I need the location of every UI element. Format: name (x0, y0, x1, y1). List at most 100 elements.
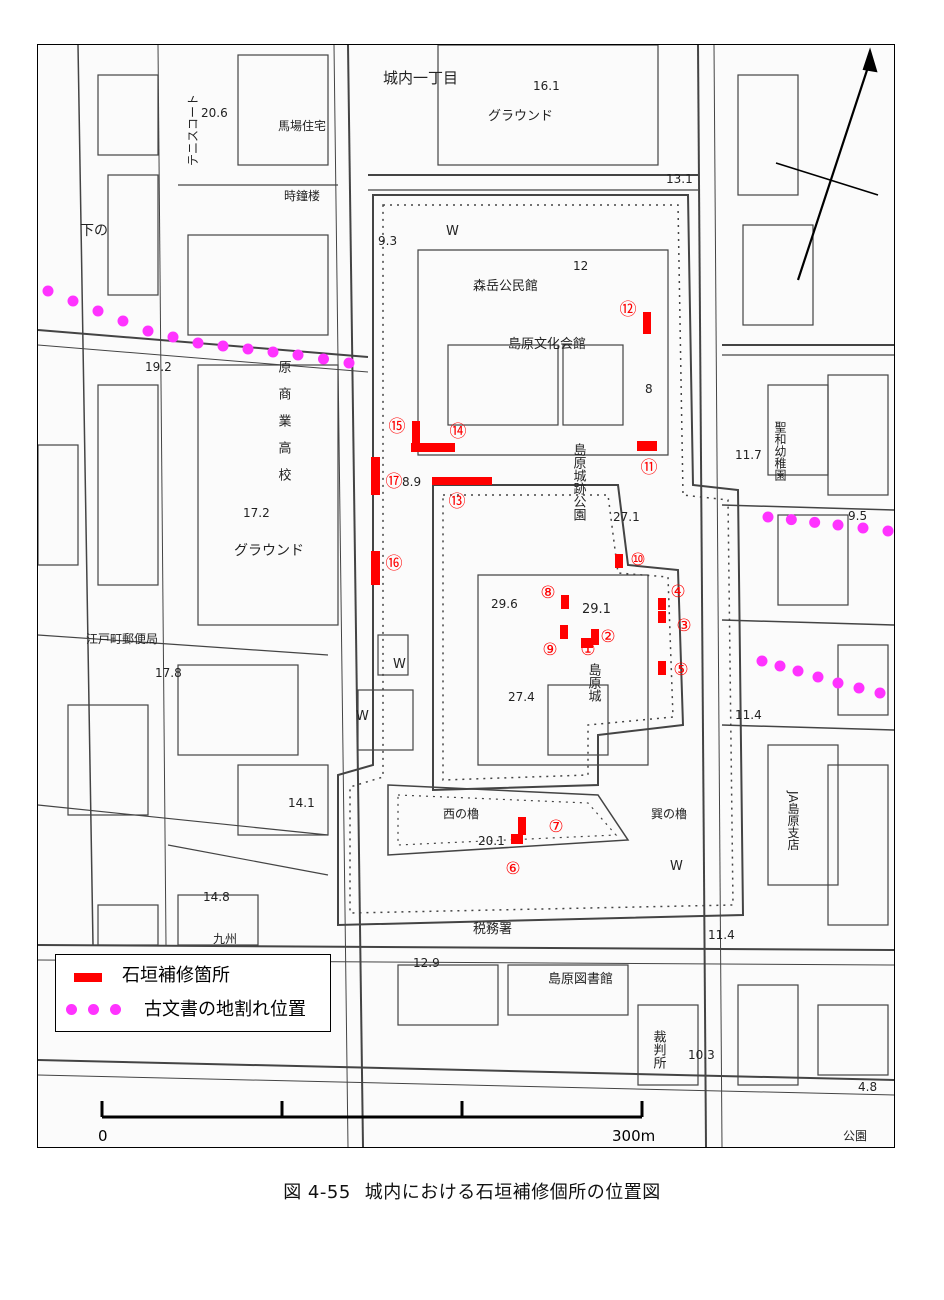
legend-repair-label: 石垣補修箇所 (122, 965, 230, 986)
map-label-elev-29-1: 29.1 (582, 602, 611, 617)
figure-number: 図 4-55 (283, 1182, 351, 1203)
map-label-culture-hall: 島原文化会館 (508, 337, 586, 352)
fissure-dot (242, 343, 254, 355)
repair-site-label-7: ⑦ (548, 817, 563, 837)
repair-site-bar-11 (637, 441, 657, 451)
repair-site-label-10: ⑩ (630, 550, 645, 570)
map-label-baba-house: 馬場住宅 (278, 118, 326, 133)
legend-row-survey: 古文書の地割れ位置 (56, 995, 330, 1025)
repair-site-bar-4 (658, 598, 666, 610)
scale-end-label: 300m (612, 1127, 655, 1145)
map-label-elev-9-3: 9.3 (378, 234, 397, 248)
map-legend: 石垣補修箇所 古文書の地割れ位置 (55, 954, 331, 1032)
repair-site-label-11: ⑪ (641, 458, 658, 478)
fissure-dot (67, 295, 79, 307)
fissure-dot (882, 525, 894, 537)
repair-site-label-5: ⑤ (673, 660, 688, 680)
repair-site-label-8: ⑧ (540, 583, 555, 603)
map-label-elev-19-2: 19.2 (145, 360, 172, 374)
map-label-elev-27-1: 27.1 (613, 510, 640, 524)
legend-row-repair: 石垣補修箇所 (56, 961, 330, 991)
map-label-elev-14-1: 14.1 (288, 796, 315, 810)
map-label-elev-20-6: 20.6 (201, 106, 228, 120)
fissure-dot (343, 357, 355, 369)
fissure-dot (318, 353, 329, 365)
repair-site-label-14: ⑭ (450, 422, 467, 442)
repair-site-bar-17 (371, 457, 380, 495)
map-label-elev-10-3: 10.3 (688, 1048, 715, 1062)
legend-survey-label: 古文書の地割れ位置 (144, 999, 306, 1020)
scale-start-label: 0 (98, 1127, 108, 1145)
legend-survey-dots (66, 1004, 138, 1016)
map-label-ja-branch: JA島原支店 (786, 790, 800, 851)
map-label-elev-8-9: 8.9 (402, 475, 421, 489)
repair-site-bar-16 (371, 551, 380, 585)
fissure-dot (832, 519, 844, 531)
repair-site-label-4: ④ (670, 582, 685, 602)
repair-site-bar-5 (658, 661, 666, 675)
fissure-dot (192, 337, 204, 349)
map-label-water-4: W (670, 859, 683, 874)
fissure-dot (167, 331, 179, 343)
repair-sites (371, 312, 666, 844)
map-label-shimo-no: 下の (80, 223, 108, 239)
repair-site-bar-15 (412, 421, 420, 447)
repair-site-bar-10 (615, 554, 623, 568)
fissure-dot (292, 349, 304, 361)
fissure-dot (832, 677, 844, 689)
map-label-elev-11-7: 11.7 (735, 448, 762, 462)
fissure-dot (92, 305, 104, 317)
base-map (38, 45, 894, 1147)
map-label-park: 公園 (843, 1129, 867, 1143)
map-label-library: 島原図書館 (548, 972, 613, 987)
map-label-elev-11-4b: 11.4 (708, 928, 735, 942)
map-label-water-1: W (446, 224, 459, 239)
map-label-elev-16-1: 16.1 (533, 79, 560, 93)
fissure-dot (853, 682, 865, 694)
fissure-dot (785, 514, 797, 526)
map-label-elev-17-8: 17.8 (155, 666, 182, 680)
repair-site-label-2: ② (600, 627, 615, 647)
map-label-elev-11-4: 11.4 (735, 708, 762, 722)
fissure-dot (756, 655, 768, 667)
repair-site-bar-7 (518, 817, 526, 835)
repair-site-label-13: ⑬ (449, 492, 466, 512)
map-label-elev-29-6: 29.6 (491, 597, 518, 611)
map-label-elev-13-1: 13.1 (666, 172, 693, 186)
legend-repair-swatch (74, 973, 102, 982)
repair-site-bar-3 (658, 611, 666, 623)
map-label-elev-8: 8 (645, 382, 653, 396)
scale-bar (100, 1101, 644, 1119)
map-label-castle: 島原城 (586, 663, 602, 703)
fissure-dot (812, 671, 824, 683)
map-label-kyushu: 九州 (213, 932, 237, 946)
map-label-clock-tower: 時鐘楼 (284, 188, 320, 203)
repair-site-bar-6 (511, 834, 523, 844)
repair-site-label-1: ① (580, 640, 595, 660)
map-label-elev-12: 12 (573, 259, 588, 273)
figure-title: 城内における石垣補修個所の位置図 (364, 1182, 661, 1203)
north-arrow (775, 47, 879, 281)
fissure-dot (142, 325, 154, 337)
fissure-dot (267, 346, 279, 358)
map-label-seiwa-kindergarten: 聖和幼稚園 (773, 421, 787, 481)
map-label-elev-20-1: 20.1 (478, 834, 505, 848)
map-label-tatsumi-yagura: 巽の櫓 (651, 807, 687, 821)
fissure-dot (217, 340, 229, 352)
map-label-elev-27-4: 27.4 (508, 690, 535, 704)
map-label-court: 裁判所 (651, 1029, 667, 1069)
map-label-elev-14-8: 14.8 (203, 890, 230, 904)
repair-site-label-3: ③ (676, 616, 691, 636)
map-label-nishi-yagura: 西の櫓 (443, 807, 479, 821)
fissure-dot (809, 516, 821, 528)
fissure-dot (857, 522, 869, 534)
repair-site-label-17: ⑰ (386, 472, 403, 492)
repair-site-label-12: ⑫ (620, 300, 637, 320)
map-label-elev-17-2: 17.2 (243, 506, 270, 520)
repair-site-bar-1 (581, 638, 593, 648)
map-label-morigaku-hall: 森岳公民館 (473, 279, 538, 294)
map-label-castle-park: 島原城跡公園 (571, 443, 587, 521)
repair-site-bar-9 (560, 625, 568, 639)
fissure-dot (42, 285, 54, 297)
repair-site-bar-2 (591, 629, 599, 645)
